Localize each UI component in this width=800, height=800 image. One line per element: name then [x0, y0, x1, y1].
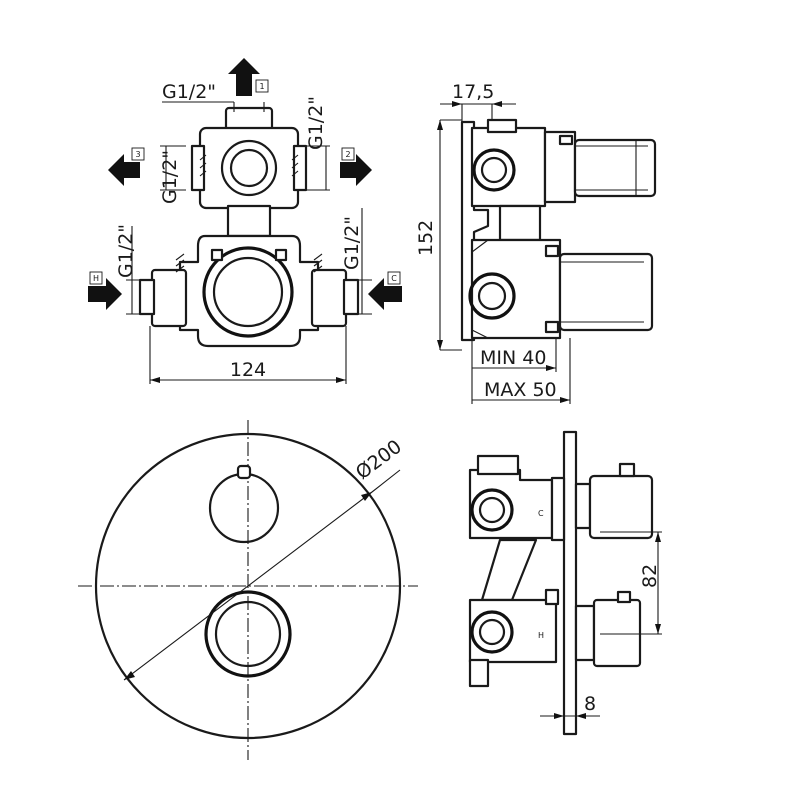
dim-g-left-low: G1/2"	[115, 224, 137, 278]
wall-plate	[562, 430, 578, 736]
valve-mark-lower: H	[538, 631, 544, 640]
cover-plate-view: Ø200	[78, 420, 418, 760]
port-arrow-up-icon	[228, 58, 260, 96]
port-label-3: 3	[135, 150, 140, 159]
inlet-arrow-hot-icon	[88, 278, 122, 310]
dim-min-40: MIN 40	[480, 347, 546, 369]
front-view: 1 3 2 H C G1/2" G1/2" G1/2" G1/2" G1/2" …	[88, 58, 402, 384]
dim-distance-82: 82	[639, 564, 661, 588]
dim-depth-17-5: 17,5	[452, 81, 494, 103]
port-label-2: 2	[345, 150, 350, 159]
port-label-1: 1	[259, 82, 264, 91]
port-arrow-right-icon	[340, 154, 372, 186]
dim-g-right-top: G1/2"	[305, 96, 327, 150]
temperature-handle	[208, 472, 280, 544]
upper-handle-profile	[588, 474, 654, 540]
valve-mark-upper: C	[538, 509, 544, 518]
dim-g-left-mid: G1/2"	[159, 150, 181, 204]
dim-g-right-low: G1/2"	[341, 216, 363, 270]
diverter-knob	[204, 590, 292, 678]
dim-height-152: 152	[415, 220, 437, 256]
dim-diameter-200: Ø200	[352, 436, 406, 484]
diverter-block	[190, 106, 308, 210]
lower-knob-profile	[592, 598, 642, 668]
mixer-body	[138, 234, 360, 348]
dim-width-124: 124	[230, 359, 266, 381]
inlet-arrow-cold-icon	[368, 278, 402, 310]
dim-max-50: MAX 50	[484, 379, 557, 401]
side-view: 17,5 152 MIN 40 MAX 50	[415, 81, 657, 404]
port-label-cold: C	[391, 274, 397, 283]
dim-g-top: G1/2"	[162, 81, 216, 103]
port-label-hot: H	[93, 274, 99, 283]
port-arrow-left-icon	[108, 154, 140, 186]
side-assembly-view: C H 82 8	[468, 430, 662, 736]
dim-plate-8: 8	[584, 693, 596, 715]
